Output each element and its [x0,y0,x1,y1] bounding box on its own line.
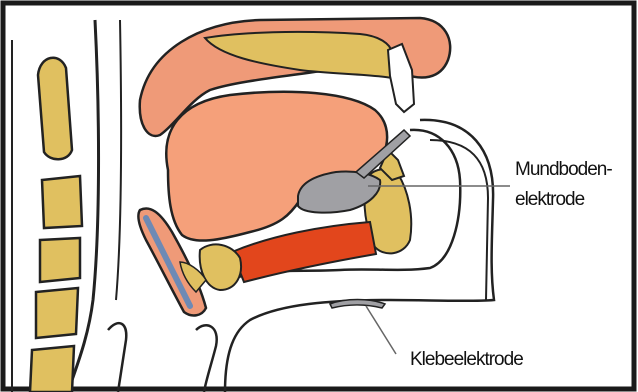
adhesive-electrode [330,300,385,309]
mundboden-label-line1: Mundboden- [515,158,612,181]
klebe-label: Klebeelektrode [410,348,523,371]
trachea-outline [108,323,126,392]
vertebra-3 [40,238,80,282]
esophagus-outline [196,325,217,392]
pharynx-wall [116,20,121,300]
vertebrae [30,58,82,392]
tongue [166,92,387,241]
vertebra-5 [30,346,74,392]
mundboden-label-line2: elektrode [515,188,584,211]
vertebra-2 [42,176,82,228]
hyoid-bone [200,244,241,290]
klebe-leader-line [366,306,396,354]
vertebra-1 [38,58,72,160]
vertebra-4 [36,288,78,338]
